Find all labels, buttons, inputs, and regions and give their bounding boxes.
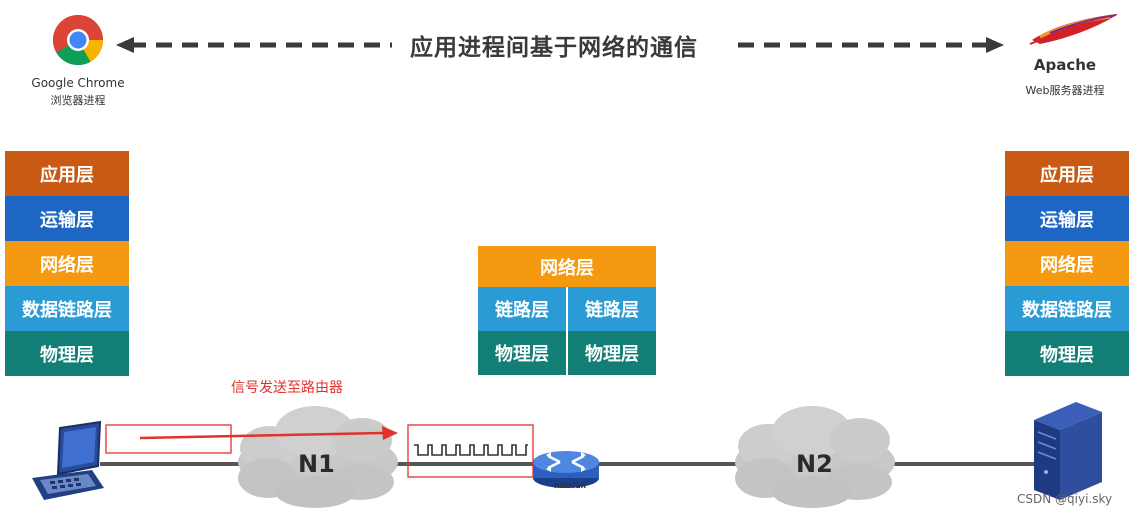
left-layer-transport: 运输层 (5, 196, 129, 241)
cloud-n2-icon (735, 406, 895, 508)
right-layer-transport: 运输层 (1005, 196, 1129, 241)
signal-highlight-box (407, 424, 534, 478)
signal-arrow (139, 426, 398, 440)
communication-arrow (116, 37, 1004, 53)
router-icon (533, 451, 599, 488)
signal-annotation: 信号发送至路由器 (231, 380, 343, 396)
chrome-logo-icon (52, 14, 103, 65)
right-layer-application: 应用层 (1005, 151, 1129, 196)
left-host-name: Google Chrome (31, 76, 125, 90)
laptop-icon (32, 420, 104, 500)
page-title: 应用进程间基于网络的通信 (410, 35, 698, 61)
router-layer-network: 网络层 (478, 246, 656, 287)
square-wave-signal (414, 444, 528, 456)
watermark: CSDN @qiyi.sky (1017, 492, 1113, 506)
left-layer-network: 网络层 (5, 241, 129, 286)
left-layer-physical: 物理层 (5, 331, 129, 376)
apache-feather-icon (1029, 14, 1118, 45)
router-layer-link-left: 链路层 (478, 287, 566, 331)
server-icon (1034, 402, 1102, 500)
cloud-n1-icon (238, 406, 398, 508)
router-label: ROUTER (554, 482, 586, 490)
right-host-desc: Web服务器进程 (1025, 84, 1105, 97)
router-layer-link-right: 链路层 (568, 287, 656, 331)
sender-highlight-box (105, 424, 232, 454)
right-layer-network: 网络层 (1005, 241, 1129, 286)
left-layer-datalink: 数据链路层 (5, 286, 129, 331)
cloud-n1-label: N1 (298, 450, 335, 478)
right-layer-physical: 物理层 (1005, 331, 1129, 376)
cloud-n2-label: N2 (796, 450, 833, 478)
right-layer-datalink: 数据链路层 (1005, 286, 1129, 331)
router-layer-physical-left: 物理层 (478, 331, 566, 375)
router-layer-physical-right: 物理层 (568, 331, 656, 375)
right-host-name: Apache (1033, 56, 1097, 74)
left-layer-application: 应用层 (5, 151, 129, 196)
left-host-desc: 浏览器进程 (50, 94, 106, 107)
